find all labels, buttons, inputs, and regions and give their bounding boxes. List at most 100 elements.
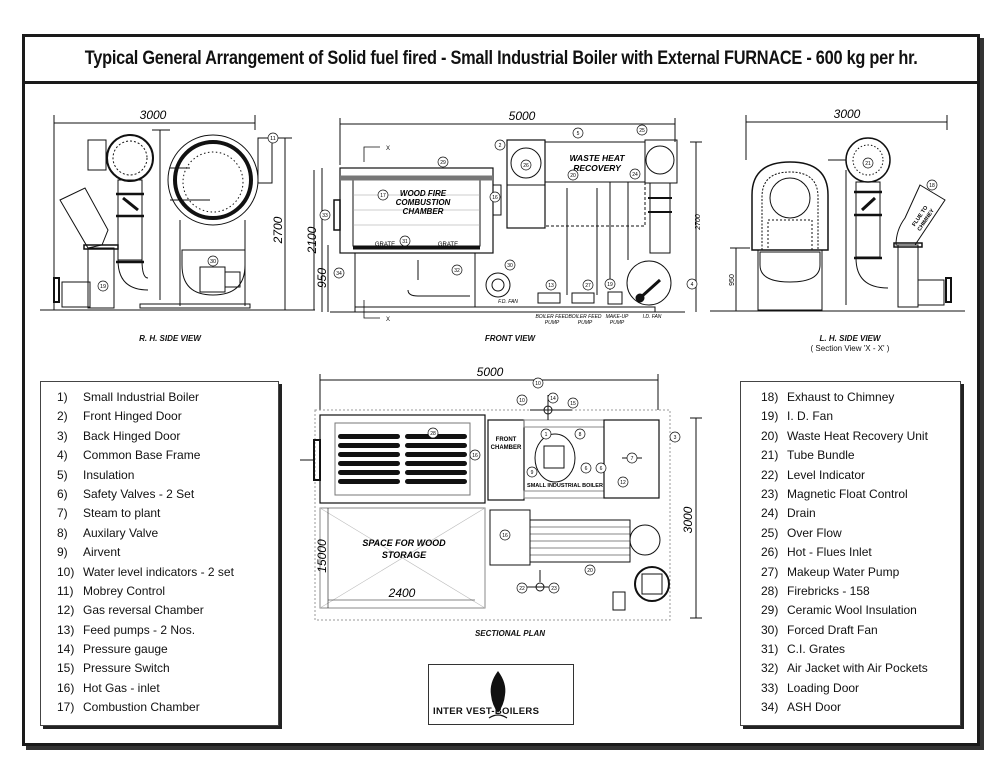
callout-33: 33 <box>322 213 328 219</box>
legend-item-label: Magnetic Float Control <box>787 486 908 501</box>
legend-item-label: Air Jacket with Air Pockets <box>787 661 928 676</box>
callout-bubble <box>516 394 528 406</box>
grate-bar <box>338 479 400 484</box>
grate-bar <box>405 443 467 448</box>
legend-item-label: Small Industrial Boiler <box>83 390 200 404</box>
legend-item-label: Exhaust to Chimney <box>787 390 895 404</box>
legend-item-label: Level Indicator <box>787 467 866 482</box>
legend-item-number: 25) <box>761 525 779 540</box>
legend-item-label: Safety Valves - 2 Set <box>83 486 195 501</box>
legend-item-label: Ceramic Wool Insulation <box>787 603 917 618</box>
callout-32: 32 <box>454 268 460 274</box>
legend-item-number: 17) <box>57 700 75 715</box>
callout-20: 20 <box>587 568 593 574</box>
callout-bubble <box>626 452 638 464</box>
legend-item-number: 4) <box>57 448 68 463</box>
callout-14: 14 <box>550 396 556 402</box>
id-fan-text: I.D. FAN <box>643 314 662 320</box>
callout-bubble <box>580 462 592 474</box>
legend-item-label: Makeup Water Pump <box>787 564 900 579</box>
callout-25: 25 <box>639 128 645 134</box>
grate-bar <box>338 443 400 448</box>
rh-side-view-label: R. H. SIDE VIEW <box>139 334 201 343</box>
callout-28: 28 <box>430 431 436 437</box>
lh-dim-height: 950 <box>729 274 736 286</box>
callout-16: 16 <box>472 453 478 459</box>
legend-item: 8)Auxilary Valve <box>41 524 278 543</box>
callout-29: 29 <box>440 160 446 166</box>
callout-bubble <box>584 564 596 576</box>
legend-item: 9)Airvent <box>41 543 278 562</box>
legend-item-number: 24) <box>761 506 779 521</box>
plan-dim-width: 5000 <box>477 365 504 379</box>
storage-text-1: SPACE FOR WOOD <box>362 538 446 548</box>
callout-18: 18 <box>929 183 935 189</box>
legend-item: 27) Makeup Water Pump <box>741 563 960 582</box>
legend-item-label: Waste Heat Recovery Unit <box>787 428 928 443</box>
legend-item-number: 21) <box>761 448 779 463</box>
legend-item-label: Hot - Flues Inlet <box>787 545 872 560</box>
legend-item-label: ASH Door <box>787 700 842 715</box>
legend-item-label: Drain <box>787 506 816 521</box>
legend-item: 32) Air Jacket with Air Pockets <box>741 659 960 678</box>
legend-item-number: 27) <box>761 564 779 579</box>
callout-bubble <box>499 529 511 541</box>
grate-bar <box>338 470 400 475</box>
legend-item: 29)Ceramic Wool Insulation <box>741 601 960 620</box>
legend-item-number: 22) <box>761 467 779 482</box>
combustion-text: COMBUSTION <box>396 198 451 207</box>
recovery-text: RECOVERY <box>573 163 622 173</box>
callout-bubble <box>437 156 449 168</box>
legend-item: 15)Pressure Switch <box>41 659 278 678</box>
callout-9: 9 <box>531 470 534 476</box>
legend-item: 13)Feed pumps - 2 Nos. <box>41 621 278 640</box>
plan-dim-storage-depth: 15000 <box>315 539 329 573</box>
callout-bubble <box>629 168 641 180</box>
callout-bubble <box>540 428 552 440</box>
section-mark-bottom: X <box>386 317 390 323</box>
grate-bar <box>405 452 467 457</box>
legend-item: 18)Exhaust to Chimney <box>741 388 960 407</box>
boiler-feed-pump-2: BOILER FEED <box>568 314 601 320</box>
callout-bubble <box>526 466 538 478</box>
legend-item-number: 32) <box>761 661 779 676</box>
callout-30: 30 <box>210 259 216 265</box>
front-chamber-text-2: CHAMBER <box>491 445 522 451</box>
callout-bubble <box>617 476 629 488</box>
company-logo: INTER VEST-BOILERS <box>428 664 574 725</box>
rh-dim-height: 2700 <box>271 216 285 244</box>
section-mark-top: X <box>386 146 390 152</box>
legend-item: 31)C.I. Grates <box>741 640 960 659</box>
legend-item: 12)Gas reversal Chamber <box>41 601 278 620</box>
callout-bubble <box>669 431 681 443</box>
callout-24: 24 <box>632 172 638 178</box>
legend-item-number: 10) <box>57 564 75 579</box>
callout-bubble <box>582 279 594 291</box>
legend-item-label: Front Hinged Door <box>83 409 182 424</box>
legend-item-number: 30) <box>761 622 779 637</box>
grate-bar <box>338 434 400 439</box>
legend-item-number: 19) <box>761 409 779 424</box>
legend-item-number: 26) <box>761 545 779 560</box>
legend-item-number: 9) <box>57 545 68 560</box>
callout-20: 20 <box>570 173 576 179</box>
callout-8: 8 <box>579 432 582 438</box>
sectional-plan: 5000 3000 15000 2400 SPACE FOR WOOD STOR… <box>300 365 702 621</box>
legend-item: 11)Mobrey Control <box>41 582 278 601</box>
drawing-title: Typical General Arrangement of Solid fue… <box>84 48 918 69</box>
legend-item-number: 34) <box>761 700 779 715</box>
lh-dim-width: 3000 <box>834 107 861 121</box>
legend-item: 14)Pressure gauge <box>41 640 278 659</box>
grate-bar <box>405 461 467 466</box>
legend-item-label: Hot Gas - inlet <box>83 680 160 695</box>
callout-30: 30 <box>507 263 513 269</box>
front-view: 5000 2100 950 2700 X X WOOD FIRE COMBUST… <box>305 109 702 326</box>
legend-item-number: 12) <box>57 603 75 618</box>
legend-item: 1)Small Industrial Boiler <box>41 388 278 407</box>
callout-bubble <box>520 159 532 171</box>
callout-bubble <box>548 582 560 594</box>
callout-bubble <box>636 124 648 136</box>
legend-item-label: Firebricks - 158 <box>787 583 870 598</box>
grate-bar <box>338 461 400 466</box>
callout-12: 12 <box>620 480 626 486</box>
